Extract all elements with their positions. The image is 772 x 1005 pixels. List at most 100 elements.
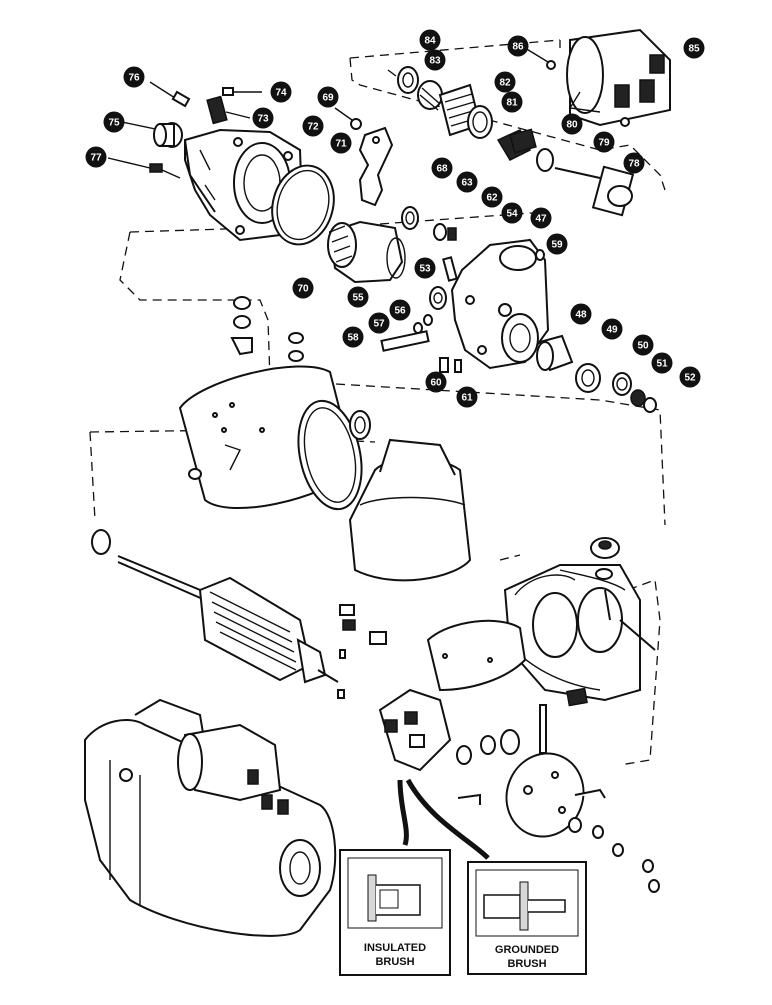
callout-number: 83 [429, 56, 441, 67]
solenoid-85 [566, 28, 671, 127]
insulation-band [348, 438, 472, 582]
end-frame-fasteners [568, 788, 660, 893]
pinion-clutch-70 [327, 220, 406, 284]
callout-54: 54 [501, 202, 523, 224]
inset-insulated-label-1: INSULATED [364, 942, 426, 954]
callout-number: 62 [486, 193, 498, 204]
callout-number: 85 [688, 44, 700, 55]
group-outline-field [499, 554, 661, 766]
callout-circle [507, 35, 529, 57]
bearing-49 [575, 363, 601, 393]
callout-number: 52 [684, 373, 696, 384]
brush-plate [378, 688, 452, 772]
callout-circle [679, 366, 701, 388]
callout-47: 47 [530, 207, 552, 229]
inset-insulated-brush: INSULATED BRUSH [339, 849, 451, 976]
callout-circle [494, 71, 516, 93]
o-ring-56 [423, 314, 433, 326]
callout-circle [501, 202, 523, 224]
callout-number: 70 [297, 284, 309, 295]
spring-83 [417, 80, 443, 111]
pin-74 [222, 87, 262, 96]
callout-number: 61 [461, 393, 473, 404]
callout-number: 73 [257, 114, 269, 125]
callout-number: 60 [430, 378, 442, 389]
callout-59: 59 [546, 233, 568, 255]
callout-62: 62 [481, 186, 503, 208]
callout-number: 69 [322, 93, 334, 104]
callout-73: 73 [252, 107, 274, 129]
field-coil-assembly [503, 564, 656, 702]
callout-circle [85, 146, 107, 168]
callout-75: 75 [103, 111, 125, 133]
callout-circle [683, 37, 705, 59]
callout-79: 79 [593, 131, 615, 153]
callout-circle [623, 152, 645, 174]
callout-circle [342, 326, 364, 348]
callout-81: 81 [501, 91, 523, 113]
bushing-75 [121, 121, 183, 148]
callout-circle [570, 303, 592, 325]
drive-housing-47 [450, 238, 550, 370]
seal-50 [612, 372, 632, 396]
callout-63: 63 [456, 171, 478, 193]
callout-number: 51 [656, 359, 668, 370]
callout-70: 70 [292, 277, 314, 299]
callout-74: 74 [270, 81, 292, 103]
o-ring-71 [271, 164, 335, 246]
callout-circle [561, 113, 583, 135]
frame-washer [349, 410, 371, 440]
callout-84: 84 [419, 29, 441, 51]
screw-76 [149, 81, 191, 108]
callout-circle [431, 157, 453, 179]
callout-circle [330, 132, 352, 154]
brush-holder-parts [337, 604, 387, 699]
callout-86: 86 [507, 35, 529, 57]
callout-55: 55 [347, 286, 369, 308]
callout-circle [103, 111, 125, 133]
callout-circle [481, 186, 503, 208]
callout-circle [419, 29, 441, 51]
callout-78: 78 [623, 152, 645, 174]
callout-52: 52 [679, 366, 701, 388]
callout-61: 61 [456, 386, 478, 408]
plunger-78 [554, 165, 635, 217]
callout-circle [414, 257, 436, 279]
callout-circle [425, 371, 447, 393]
callout-48: 48 [570, 303, 592, 325]
callout-51: 51 [651, 352, 673, 374]
callout-circle [456, 171, 478, 193]
callout-49: 49 [601, 318, 623, 340]
shaft-58 [380, 330, 430, 352]
callout-56: 56 [389, 299, 411, 321]
frame-housing [178, 365, 363, 511]
callout-68: 68 [431, 157, 453, 179]
screw-61 [454, 359, 462, 373]
callout-circle [368, 312, 390, 334]
callout-number: 76 [128, 73, 140, 84]
callout-number: 74 [275, 88, 287, 99]
callout-circle [601, 318, 623, 340]
callout-77: 77 [85, 146, 107, 168]
end-frame-small-parts [456, 704, 547, 805]
callout-50: 50 [632, 334, 654, 356]
screw-86 [524, 47, 556, 70]
callout-71: 71 [330, 132, 352, 154]
inset-grounded-label-2: BRUSH [507, 958, 546, 970]
callout-number: 84 [424, 36, 436, 47]
callout-number: 78 [628, 159, 640, 170]
callout-number: 53 [419, 264, 431, 275]
callout-number: 56 [394, 306, 406, 317]
pole-shoe [426, 619, 527, 692]
callout-circle [270, 81, 292, 103]
callout-circle [546, 233, 568, 255]
callout-number: 81 [506, 98, 518, 109]
callout-number: 68 [436, 164, 448, 175]
washer-79 [536, 148, 554, 172]
plug-60 [439, 357, 449, 373]
callout-53: 53 [414, 257, 436, 279]
callout-82: 82 [494, 71, 516, 93]
callout-number: 72 [307, 122, 319, 133]
